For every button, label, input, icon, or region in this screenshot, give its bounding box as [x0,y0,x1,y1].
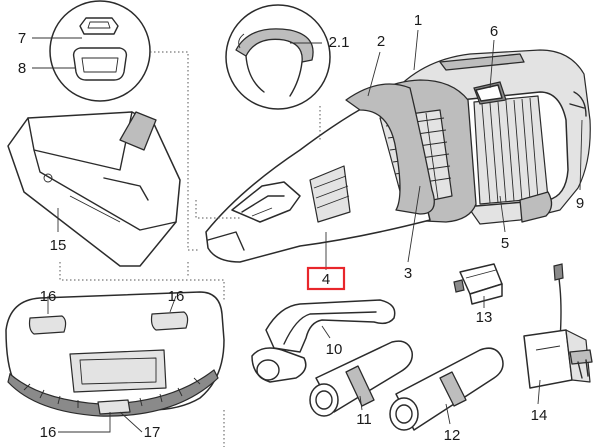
callout-12: 12 [444,427,461,444]
callout-17: 17 [144,424,161,441]
detail-circle-seal-ring [225,4,331,110]
callout-3: 3 [404,265,412,282]
callout-16-bottom: 16 [40,424,57,441]
callout-15: 15 [50,237,67,254]
dotted-assembly-lines [59,51,321,447]
callout-2: 2 [377,33,385,50]
callout-4-highlight-box [306,266,346,291]
curved-crevice-tool [251,299,396,383]
callout-11: 11 [356,411,372,428]
extension-tube-12 [389,347,504,431]
callout-10: 10 [326,341,343,358]
detail-circle-filter-frame [49,0,151,102]
brush-head [7,111,181,267]
leader-lines [32,29,583,433]
callout-2-1: 2.1 [329,34,350,51]
callout-13: 13 [476,309,493,326]
filter-cover-assembly [5,291,225,417]
callout-4: 4 [322,271,330,288]
motor-grille [473,95,549,205]
callout-6: 6 [490,23,498,40]
callout-labels: 7 8 2.1 2 1 6 9 5 3 4 13 14 15 16 16 16 … [18,12,584,444]
callout-5: 5 [501,235,509,252]
small-adapter-13 [453,263,503,305]
vacuum-main-body [205,49,591,263]
callout-8: 8 [18,60,26,77]
callout-1: 1 [414,12,422,29]
callout-16-right: 16 [168,288,185,305]
charger-adapter-14 [523,263,593,389]
callout-14: 14 [531,407,548,424]
extension-tube-11 [309,340,413,417]
callout-9: 9 [576,195,584,212]
callout-16-left: 16 [40,288,57,305]
callout-7: 7 [18,30,26,47]
